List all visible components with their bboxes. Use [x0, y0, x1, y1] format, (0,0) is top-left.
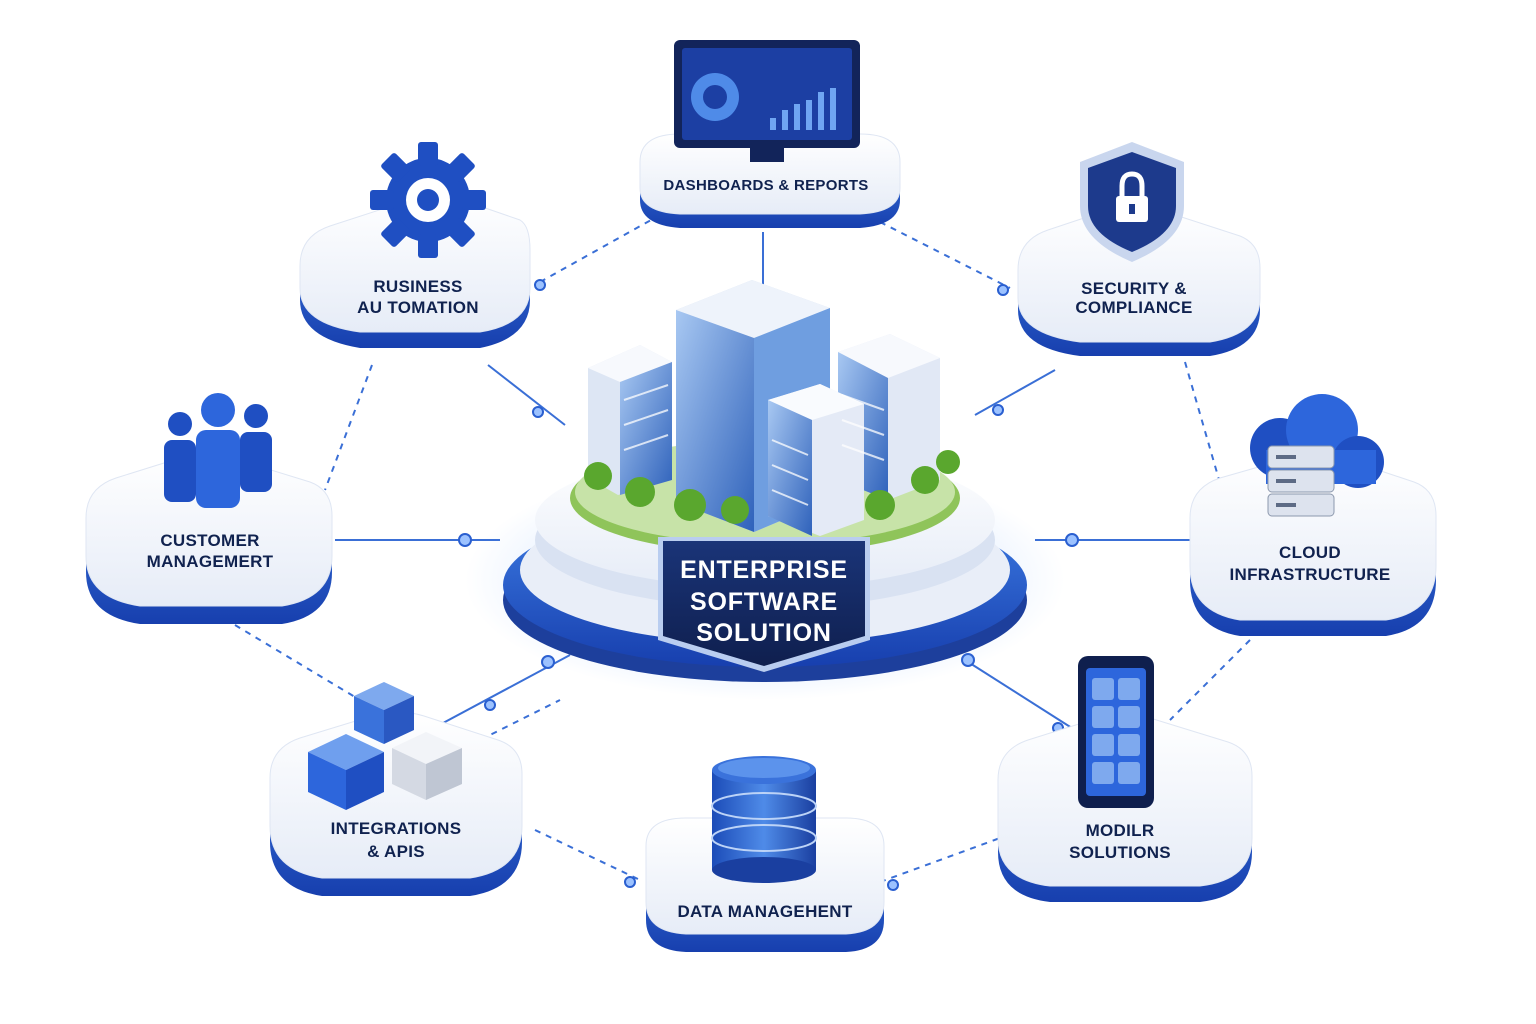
node-data-label: DATA MANAGEHENT — [677, 902, 852, 921]
node-mobile-label-1: MODILR — [1086, 821, 1155, 840]
connector-cloud-mob — [1169, 639, 1251, 721]
connector-auto-hub — [487, 364, 566, 426]
connector-mob-hub — [964, 659, 1076, 731]
node-cloud[interactable]: CLOUD INFRASTRUCTURE — [1189, 394, 1437, 636]
connector-data-mob — [879, 837, 1001, 883]
node-business-automation-label-2: AU TOMATION — [357, 298, 479, 317]
node-cloud-label-1: CLOUD — [1279, 543, 1341, 562]
center-badge: ENTERPRISE SOFTWARE SOLUTION — [658, 537, 870, 672]
people-icon — [164, 393, 272, 508]
center-title-line2: SOFTWARE — [690, 588, 838, 616]
node-security-label-1: SECURITY & — [1081, 279, 1187, 298]
center-hub[interactable]: ENTERPRISE SOFTWARE SOLUTION — [465, 280, 1065, 700]
connectors — [234, 214, 1251, 883]
connector-dash-sec — [879, 221, 1011, 289]
node-business-automation[interactable]: RUSINESS AU TOMATION — [299, 142, 531, 348]
node-security[interactable]: SECURITY & COMPLIANCE — [1017, 142, 1261, 356]
shield-lock-icon — [1080, 142, 1184, 262]
connector-dash-auto-dash — [539, 214, 661, 283]
node-customer[interactable]: CUSTOMER MANAGEMERT — [85, 393, 333, 624]
node-business-automation-label-1: RUSINESS — [373, 277, 462, 296]
node-integrations[interactable]: INTEGRATIONS & APIS — [269, 682, 523, 896]
node-customer-label-2: MANAGEMERT — [147, 552, 274, 571]
node-data[interactable]: DATA MANAGEHENT — [645, 756, 885, 952]
gear-icon — [370, 142, 486, 258]
database-icon — [711, 756, 817, 883]
smartphone-icon — [1078, 656, 1154, 808]
node-dashboards[interactable]: DASHBOARDS & REPORTS — [639, 40, 901, 228]
cloud-server-icon — [1250, 394, 1384, 517]
connector-cust-int — [234, 624, 361, 701]
node-cloud-label-2: INFRASTRUCTURE — [1230, 565, 1391, 584]
buildings-illustration — [584, 280, 960, 536]
center-title-line1: ENTERPRISE — [680, 556, 848, 584]
node-mobile[interactable]: MODILR SOLUTIONS — [997, 656, 1253, 902]
node-customer-label-1: CUSTOMER — [160, 531, 259, 550]
node-integrations-label-2: & APIS — [367, 842, 425, 861]
node-mobile-label-2: SOLUTIONS — [1069, 843, 1171, 862]
center-title-line3: SOLUTION — [696, 619, 832, 647]
connector-nodes — [458, 279, 1079, 891]
node-security-label-2: COMPLIANCE — [1075, 298, 1192, 317]
cubes-icon — [308, 682, 462, 810]
node-integrations-label-1: INTEGRATIONS — [331, 819, 462, 838]
connector-auto-cust — [324, 364, 373, 491]
node-dashboards-label: DASHBOARDS & REPORTS — [663, 177, 868, 194]
monitor-chart-icon — [674, 40, 860, 162]
connector-int-data — [534, 829, 641, 881]
connector-sec-cloud — [1184, 361, 1223, 491]
connector-sec-hub — [974, 369, 1056, 416]
